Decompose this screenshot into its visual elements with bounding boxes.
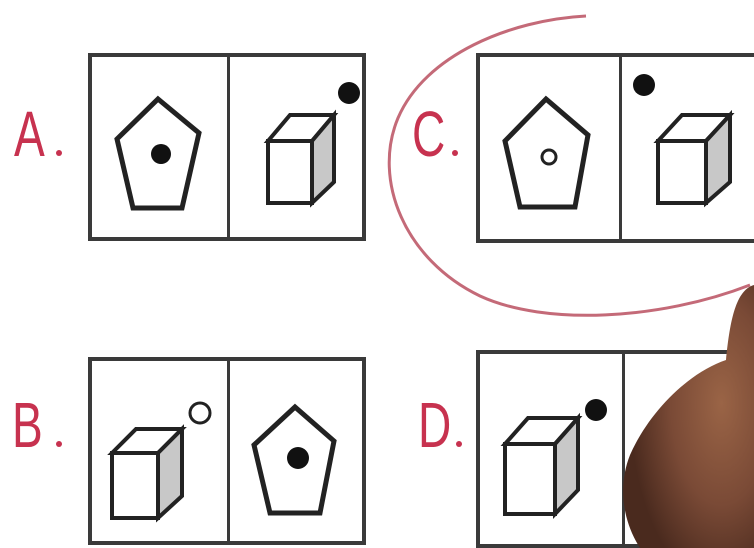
hand-icon bbox=[623, 285, 754, 548]
